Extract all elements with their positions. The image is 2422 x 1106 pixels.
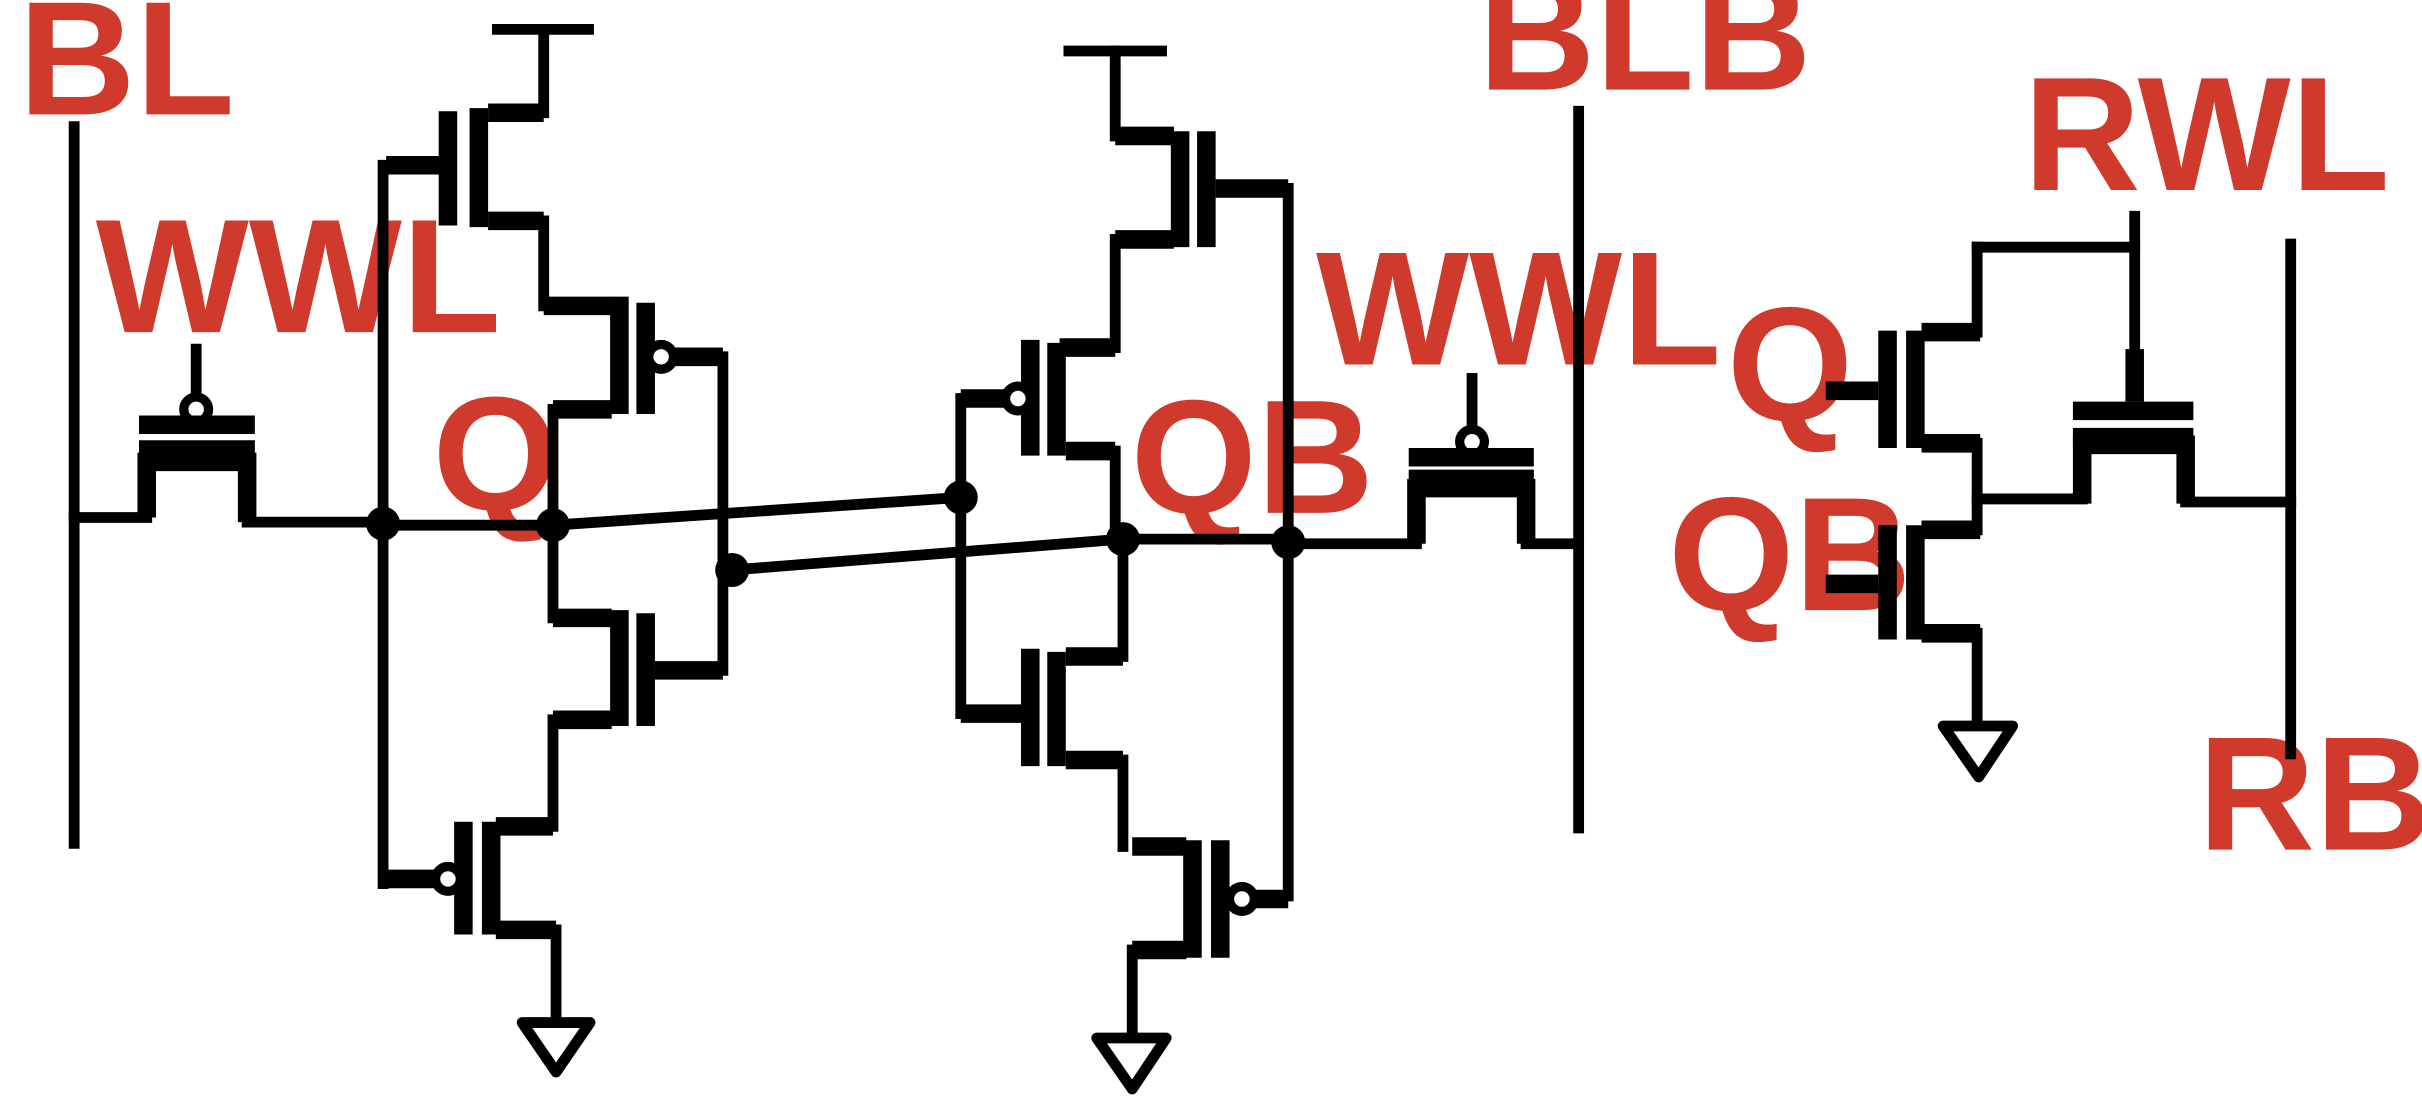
left-mid-pmos [543,296,723,531]
blb-label: BLB [1478,0,1811,125]
qb-node-label: QB [1131,367,1374,548]
right-bottom-nmos [1091,837,1289,1095]
cross-couple-q [547,491,967,531]
read-q-label: Q [1727,274,1853,455]
labels: BL BLB WWL WWL Q QB RWL RBL Q QB [19,0,2422,885]
read-qb-label: QB [1668,464,1911,645]
wwl-left-label: WWL [96,186,501,367]
left-ground-symbol [516,1017,596,1078]
cross-couple-qb [726,533,1129,576]
wwl-right-label: WWL [1316,219,1721,400]
junction-dots [366,480,1306,587]
right-mid-nmos [960,533,1129,852]
rbl-label: RBL [2198,704,2422,885]
bl-label: BL [19,0,235,149]
right-mid-pmos [960,338,1121,545]
left-bottom-nmos [383,817,596,1078]
left-access-transistor [68,343,389,528]
rwl-label: RWL [2023,44,2389,225]
left-mid-nmos [547,519,723,832]
read-port [1825,210,2297,783]
right-top-pmos [1063,45,1289,353]
right-access-transistor [1282,373,1585,550]
read-ground-symbol [1937,720,2019,783]
right-ground-symbol [1091,1032,1172,1095]
q-node-label: Q [433,364,559,545]
left-top-pmos [386,23,594,312]
